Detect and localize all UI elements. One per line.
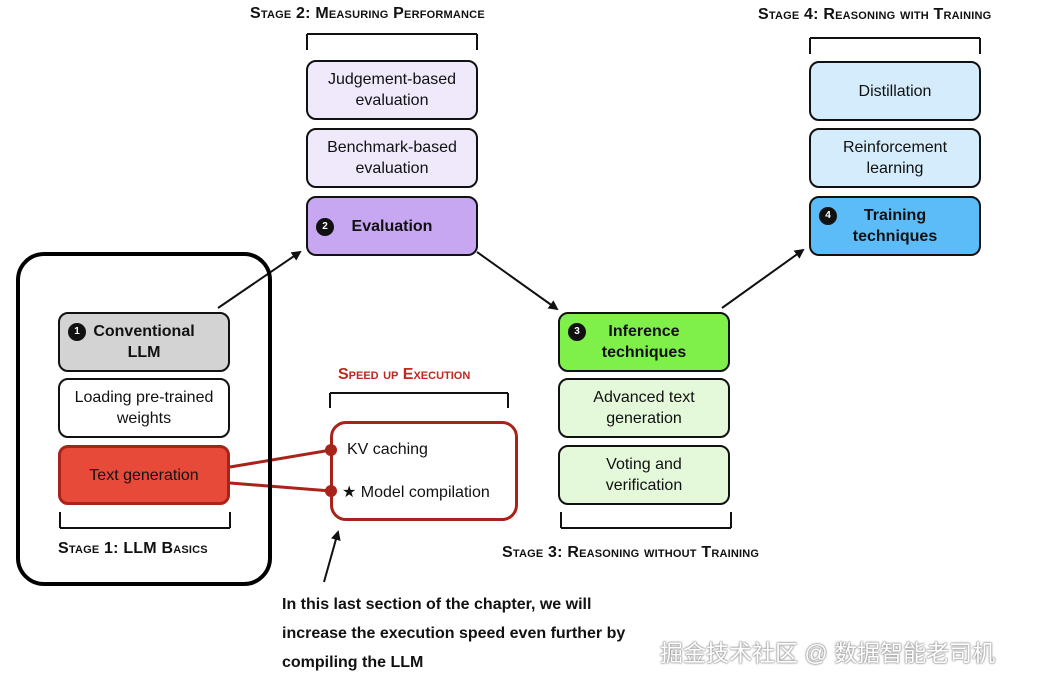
advanced-line1: Advanced text: [593, 389, 695, 406]
caption-arrow: [323, 530, 341, 583]
arrow-stage3-to-stage4: [721, 248, 805, 309]
reinforcement-box: Reinforcement learning: [809, 128, 981, 188]
voting-line2: verification: [605, 477, 683, 494]
step-1-badge: 1: [68, 323, 86, 341]
stage3-bracket: [560, 512, 732, 529]
watermark: 掘金技术社区 @ 数据智能老司机: [660, 640, 996, 666]
text-generation-box: Text generation: [58, 445, 230, 505]
judgement-line2: evaluation: [355, 92, 429, 109]
advanced-line2: generation: [606, 410, 682, 427]
caption-line1: In this last section of the chapter, we …: [282, 596, 592, 613]
loading-weights-box: Loading pre-trained weights: [58, 378, 230, 438]
arrow-stage1-to-stage2: [217, 250, 302, 309]
stage2-title: Stage 2: Measuring Performance: [250, 5, 485, 22]
step-3-badge: 3: [568, 323, 586, 341]
speedup-title: Speed up Execution: [338, 366, 471, 383]
evaluation-label: Evaluation: [351, 217, 433, 235]
speedup-bracket: [329, 392, 509, 408]
textgen-label: Text generation: [89, 466, 199, 484]
benchmark-line1: Benchmark-based: [327, 139, 457, 156]
kv-caching-label: KV caching: [347, 441, 428, 458]
conventional-llm-box: 1 Conventional LLM: [58, 312, 230, 372]
loading-line2: weights: [116, 410, 172, 427]
reinforcement-line1: Reinforcement: [842, 139, 948, 156]
connector-textgen-compile: [229, 481, 332, 493]
loading-line1: Loading pre-trained: [74, 389, 214, 406]
caption-line3: compiling the LLM: [282, 654, 424, 671]
conventional-line1: Conventional: [93, 323, 195, 340]
stage3-title: Stage 3: Reasoning without Training: [502, 544, 760, 561]
judgement-line1: Judgement-based: [327, 71, 457, 88]
stage1-bracket: [59, 512, 231, 529]
judgement-eval-box: Judgement-based evaluation: [306, 60, 478, 120]
step-2-badge: 2: [316, 218, 334, 236]
stage2-bracket: [306, 33, 478, 50]
caption-line2: increase the execution speed even furthe…: [282, 625, 626, 642]
benchmark-line2: evaluation: [355, 160, 429, 177]
voting-line1: Voting and: [606, 456, 682, 473]
distillation-label: Distillation: [858, 82, 932, 100]
stage4-bracket: [809, 37, 981, 54]
training-line2: techniques: [852, 228, 938, 245]
conventional-line2: LLM: [127, 344, 161, 361]
training-techniques-box: 4 Training techniques: [809, 196, 981, 256]
stage4-title: Stage 4: Reasoning with Training: [758, 6, 992, 23]
inference-line2: techniques: [601, 344, 687, 361]
caption: In this last section of the chapter, we …: [282, 590, 642, 677]
advanced-textgen-box: Advanced text generation: [558, 378, 730, 438]
stage1-frame: [16, 252, 272, 586]
distillation-box: Distillation: [809, 61, 981, 121]
inference-techniques-box: 3 Inference techniques: [558, 312, 730, 372]
step-4-badge: 4: [819, 207, 837, 225]
stage1-title: Stage 1: LLM Basics: [58, 540, 208, 557]
evaluation-box: 2 Evaluation: [306, 196, 478, 256]
inference-line1: Inference: [608, 323, 680, 340]
arrow-stage2-to-stage3: [476, 251, 559, 311]
speedup-box: [330, 421, 518, 521]
model-compilation-label: ★ Model compilation: [342, 484, 490, 501]
reinforcement-line2: learning: [866, 160, 924, 177]
benchmark-eval-box: Benchmark-based evaluation: [306, 128, 478, 188]
training-line1: Training: [863, 207, 927, 224]
voting-verification-box: Voting and verification: [558, 445, 730, 505]
connector-textgen-kvcache: [229, 448, 332, 469]
